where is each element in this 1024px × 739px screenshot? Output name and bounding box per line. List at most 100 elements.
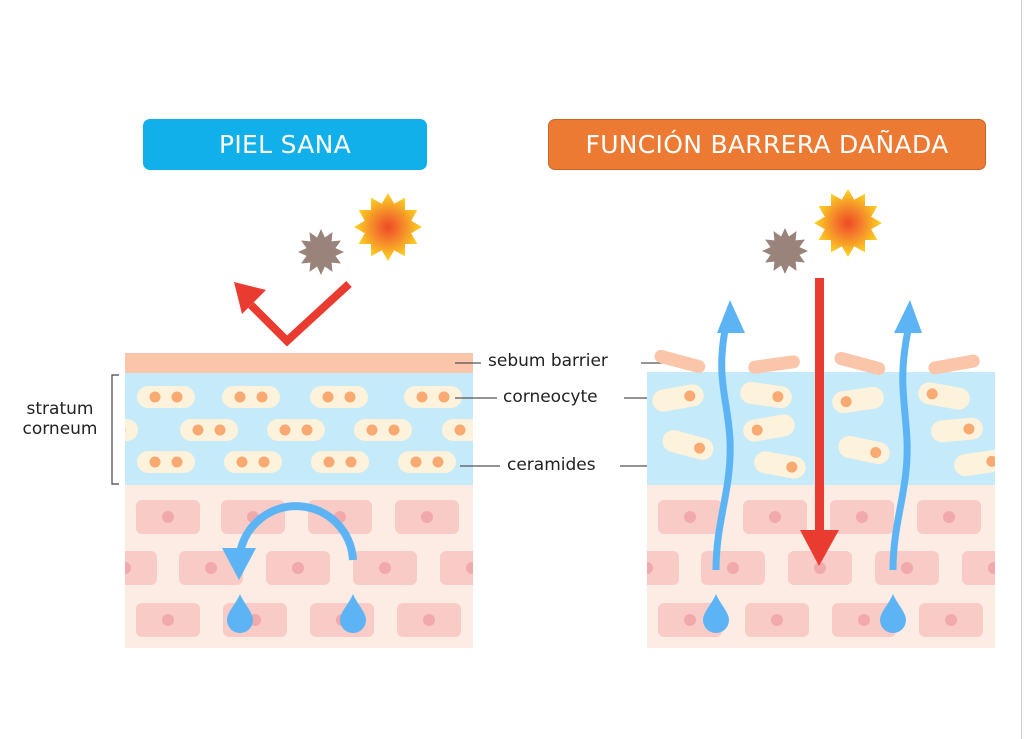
- pollutant-particle-icon: [762, 228, 808, 274]
- corneocyte-cell: [398, 451, 456, 473]
- corneocyte-nucleus: [963, 423, 975, 435]
- corneocyte-nucleus: [366, 424, 378, 436]
- dermal-cell: [647, 551, 679, 585]
- dermal-cells-group: [125, 500, 473, 637]
- sun-icon: [354, 193, 422, 261]
- stratum-corneum-label-line2: corneum: [22, 419, 98, 439]
- corneocyte-nucleus: [684, 390, 696, 402]
- corneocyte-cell: [137, 386, 195, 408]
- corneocyte-cell: [740, 381, 792, 409]
- corneocyte-nucleus: [322, 391, 334, 403]
- corneocyte-nucleus: [125, 427, 126, 433]
- corneocyte-cell: [442, 419, 473, 441]
- corneocyte-nucleus: [171, 391, 183, 403]
- corneocyte-nucleus: [432, 456, 444, 468]
- corneocyte-cell: [743, 414, 795, 442]
- dermal-nucleus: [858, 614, 870, 626]
- corneocyte-nucleus: [149, 391, 161, 403]
- stratum-corneum-label-line1: stratum: [26, 399, 94, 419]
- stratum-corneum-bracket: [111, 374, 119, 485]
- corneocyte-cell: [404, 386, 462, 408]
- drop-shape: [340, 594, 366, 633]
- dermal-nucleus: [125, 562, 131, 574]
- corneocyte-nucleus: [694, 442, 706, 454]
- corneocyte-cell: [224, 451, 282, 473]
- ceramides-label: ceramides: [507, 455, 596, 475]
- corneocyte-cell: [267, 419, 325, 441]
- water-drop-icon: [880, 594, 906, 633]
- dermal-nucleus: [421, 511, 433, 523]
- dermal-nucleus: [943, 511, 955, 523]
- corneocyte-cell: [832, 386, 884, 414]
- water-loss-arrow-icon: [889, 300, 922, 571]
- dermal-nucleus: [814, 562, 826, 574]
- corneocyte-cell: [652, 384, 704, 412]
- dermal-nucleus: [684, 614, 696, 626]
- broken-sebum-fragments: [654, 349, 980, 376]
- dermal-nucleus: [647, 562, 653, 574]
- corneocyte-cell: [662, 430, 714, 460]
- corneocyte-nucleus: [986, 455, 995, 467]
- dermal-nucleus: [769, 511, 781, 523]
- drop-shape: [703, 594, 729, 633]
- corneocyte-cell: [310, 386, 368, 408]
- dermal-nucleus: [162, 614, 174, 626]
- dermal-nucleus: [901, 562, 913, 574]
- corneocyte-nucleus: [344, 391, 356, 403]
- water-drop-icon: [703, 594, 729, 633]
- damaged-barrier-title: FUNCIÓN BARRERA DAÑADA: [548, 119, 986, 170]
- corneocyte-nucleus: [772, 391, 784, 403]
- corneocyte-cell: [222, 386, 280, 408]
- star-shape: [354, 193, 422, 261]
- corneocyte-nucleus: [410, 456, 422, 468]
- dermal-nucleus: [423, 614, 435, 626]
- corneocyte-nucleus: [751, 424, 763, 436]
- corneocyte-group: [125, 386, 488, 473]
- corneocyte-nucleus: [840, 396, 852, 408]
- corneocyte-nucleus: [256, 391, 268, 403]
- dermal-nucleus: [856, 511, 868, 523]
- damaged-corneocyte-group: [652, 381, 995, 479]
- corneocyte-nucleus: [301, 424, 313, 436]
- stratum-corneum-label: stratum corneum: [10, 399, 110, 439]
- water-drop-icon: [227, 594, 253, 633]
- dermal-nucleus: [205, 562, 217, 574]
- corneocyte-nucleus: [234, 391, 246, 403]
- dermal-nucleus: [466, 562, 473, 574]
- dermal-nucleus: [988, 562, 995, 574]
- corneocyte-nucleus: [171, 456, 183, 468]
- star-shape: [814, 189, 882, 257]
- corneocyte-label: corneocyte: [503, 387, 598, 407]
- star-shape: [298, 229, 344, 275]
- dermal-nucleus: [379, 562, 391, 574]
- corneocyte-nucleus: [323, 456, 335, 468]
- corneocyte-nucleus: [345, 456, 357, 468]
- dermal-nucleus: [727, 562, 739, 574]
- corneocyte-nucleus: [870, 446, 882, 458]
- sebum-barrier-label: sebum barrier: [488, 351, 608, 371]
- dermal-cell: [440, 551, 473, 585]
- corneocyte-nucleus: [236, 456, 248, 468]
- corneocyte-cell: [754, 451, 806, 479]
- corneocyte-cell: [954, 449, 995, 477]
- page-border: [1021, 0, 1022, 739]
- sebum-barrier-layer: [125, 353, 473, 373]
- dermal-cell: [125, 551, 157, 585]
- drop-shape: [880, 594, 906, 633]
- corneocyte-cell: [137, 451, 195, 473]
- penetration-arrow-icon: [800, 278, 839, 566]
- corneocyte-nucleus: [438, 391, 450, 403]
- corneocyte-nucleus: [258, 456, 270, 468]
- dermal-nucleus: [684, 511, 696, 523]
- corneocyte-nucleus: [214, 424, 226, 436]
- corneocyte-nucleus: [477, 425, 488, 436]
- corneocyte-cell: [180, 419, 238, 441]
- corneocyte-nucleus: [279, 424, 291, 436]
- dermal-nucleus: [162, 511, 174, 523]
- corneocyte-nucleus: [786, 461, 798, 473]
- corneocyte-nucleus: [388, 424, 400, 436]
- corneocyte-cell: [311, 451, 369, 473]
- corneocyte-nucleus: [416, 391, 428, 403]
- corneocyte-cell: [918, 382, 970, 410]
- corneocyte-cell: [125, 419, 138, 441]
